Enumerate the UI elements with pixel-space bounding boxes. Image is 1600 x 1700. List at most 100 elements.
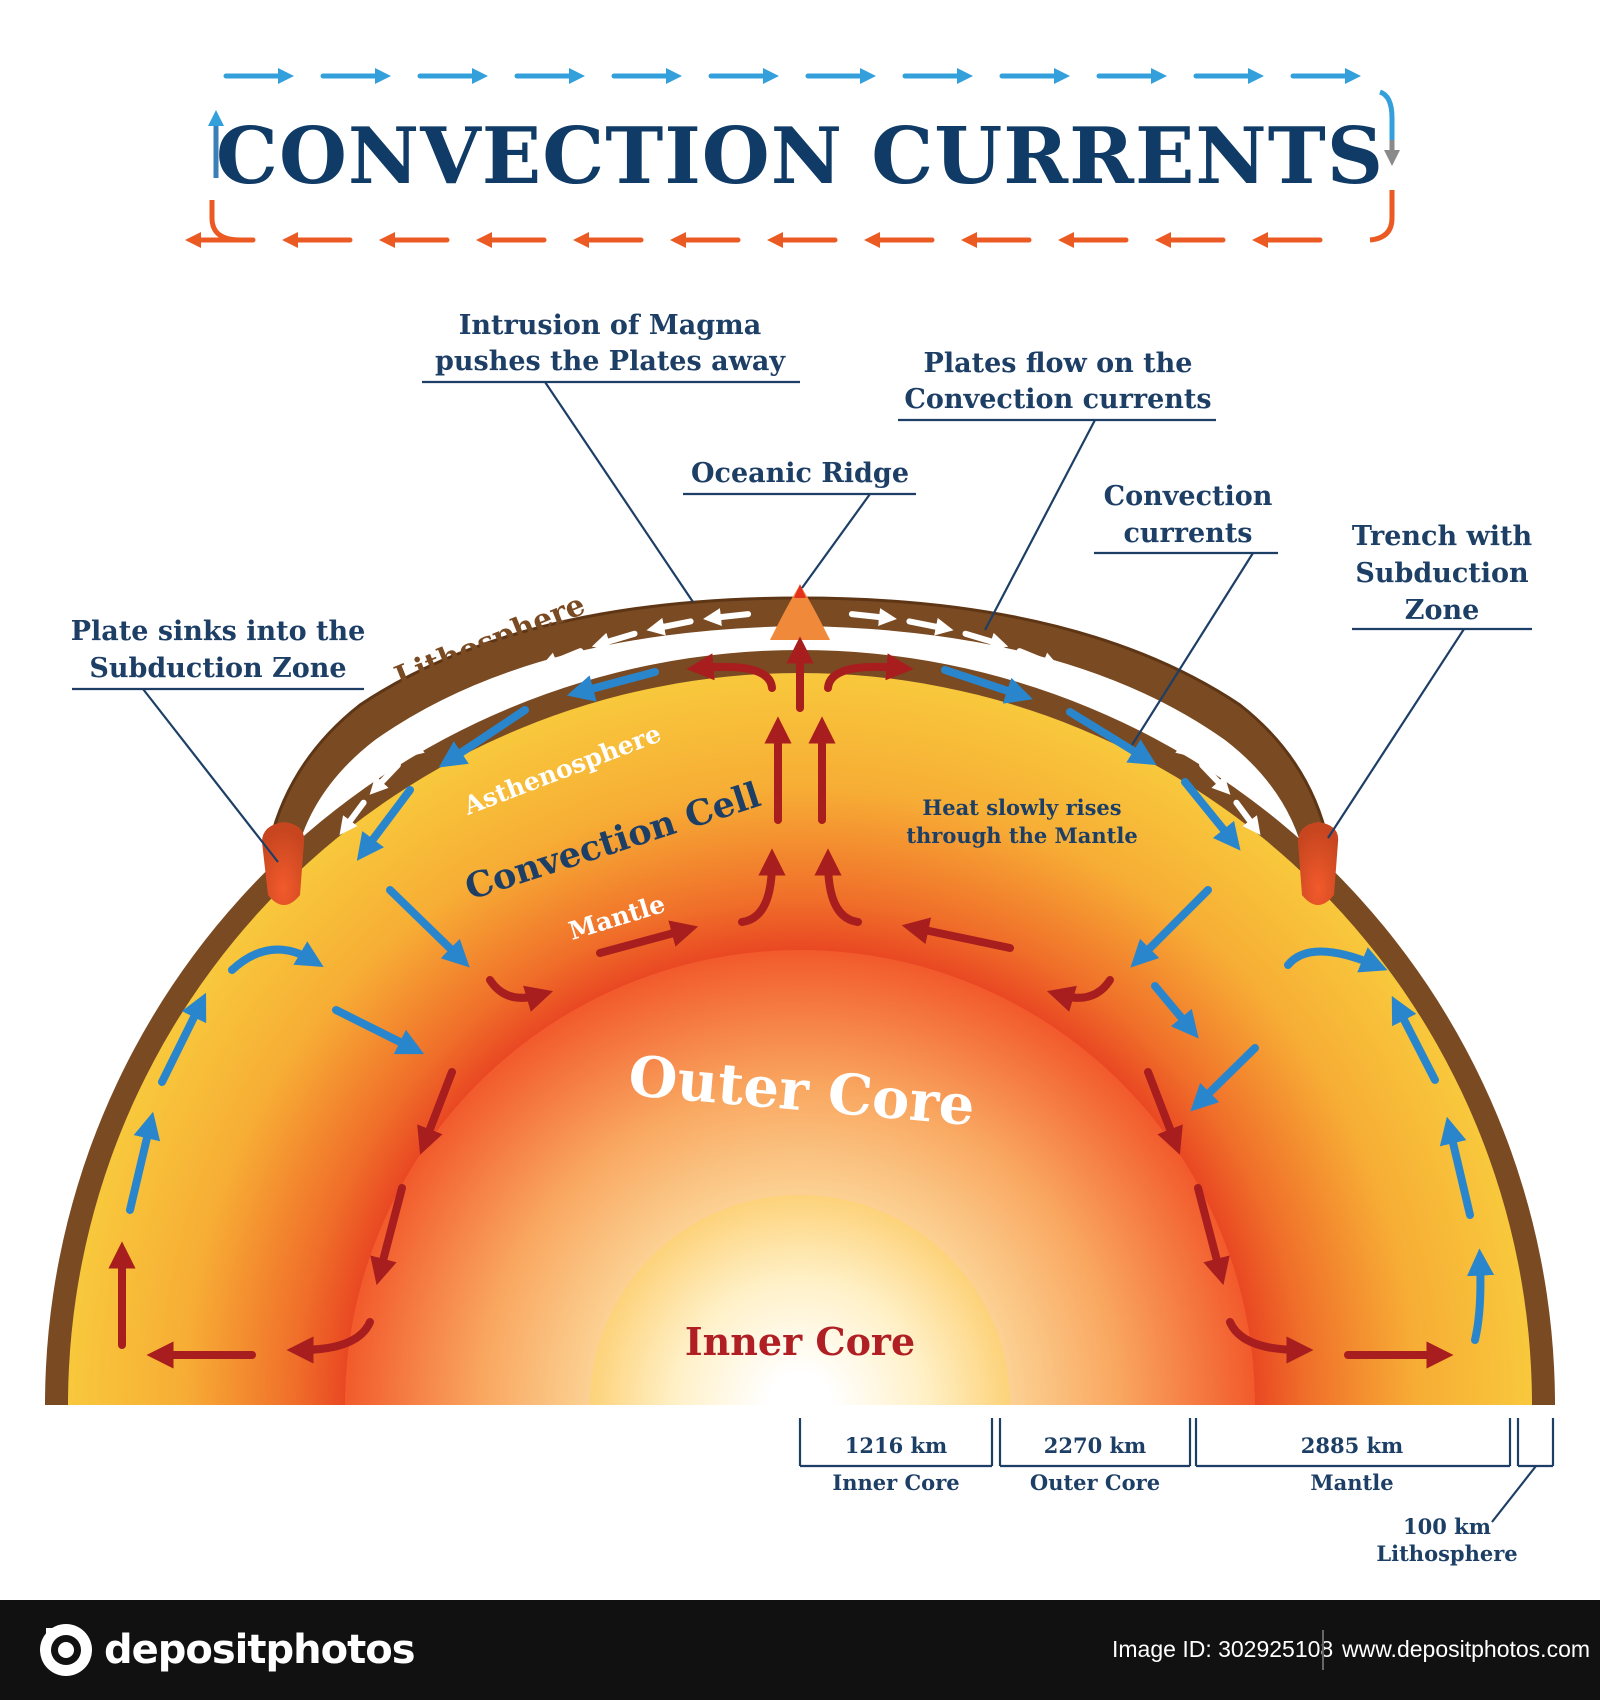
lithosphere-arrow-left — [646, 617, 694, 636]
lithosphere-arrow-right — [1016, 648, 1061, 670]
watermark-footer: depositphotos Image ID: 302925108 www.de… — [0, 1600, 1600, 1700]
callout-oceanic-ridge: Oceanic Ridge — [683, 458, 916, 589]
trench-label-line2: Subduction — [1355, 558, 1529, 589]
lithosphere-arrow-left — [703, 608, 752, 626]
hot-current-arrow — [596, 920, 699, 957]
scale-bar — [798, 1418, 1555, 1523]
lithosphere-arrow-left — [445, 696, 485, 724]
scale-lithosphere-value: 100 km — [1403, 1514, 1491, 1539]
hot-current-arrow — [1194, 1184, 1230, 1286]
camera-logo-icon — [40, 1624, 92, 1676]
hot-current-arrow — [686, 653, 776, 692]
cold-current-arrow — [566, 668, 659, 702]
cold-current-arrow — [1130, 886, 1212, 968]
cold-current-arrow — [158, 992, 207, 1086]
diagram-canvas: CONVECTION CURRENTS Lithosphere Asthenos… — [45, 67, 1555, 1566]
cold-current-arrow — [1151, 982, 1199, 1039]
outer-core-layer — [345, 950, 1255, 1405]
cold-current-arrow — [1066, 708, 1157, 766]
lithosphere-arrow-left — [591, 630, 638, 651]
scale-inner-core-name: Inner Core — [832, 1470, 959, 1495]
cold-current-arrow — [941, 666, 1033, 704]
hot-current-arrow — [1226, 1318, 1314, 1364]
lithosphere-arrow-left — [339, 799, 367, 836]
scale-inner-core-value: 1216 km — [845, 1433, 948, 1458]
cold-current-arrow — [332, 1006, 425, 1055]
site-url[interactable]: www.depositphotos.com — [1342, 1636, 1591, 1662]
oceanic-ridge — [770, 585, 830, 640]
hot-current-arrow — [1046, 976, 1114, 1012]
inner-core-layer — [590, 1195, 1010, 1405]
plate-sinks-label-line2: Subduction Zone — [89, 653, 346, 684]
hot-current-arrow — [1144, 1068, 1183, 1155]
cold-current-arrow — [228, 941, 324, 974]
cold-current-arrow — [126, 1111, 161, 1214]
lithosphere-arrow-left — [539, 648, 584, 670]
lithosphere-arrow-right — [962, 630, 1009, 651]
hot-current-arrow — [486, 976, 554, 1012]
callout-convection-currents: Convection currents — [1094, 481, 1278, 746]
cold-current-arrow — [438, 706, 529, 768]
plates-flow-label-line1: Plates flow on the — [924, 348, 1193, 379]
cold-current-arrow — [1181, 778, 1241, 851]
lithosphere-arrow-right — [1199, 762, 1231, 795]
cold-current-arrow — [1466, 1248, 1495, 1344]
right-subduction-magma — [1298, 822, 1339, 905]
title-frame — [184, 67, 1401, 249]
hot-current-arrow — [814, 848, 862, 926]
plates-flow-label-line2: Convection currents — [904, 384, 1211, 415]
cold-current-arrow — [1439, 1116, 1474, 1219]
cold-current-arrow — [356, 786, 414, 861]
left-subduction-magma — [262, 822, 305, 905]
lithosphere-arrow-left — [490, 670, 533, 694]
cold-current-arrow — [1284, 947, 1388, 973]
oceanic-ridge-label: Oceanic Ridge — [691, 458, 909, 489]
hot-current-arrow — [824, 653, 914, 692]
brand-name: depositphotos — [104, 1627, 416, 1673]
lithosphere-arrow-right — [1115, 696, 1155, 724]
title-frame-right-bottom-curve — [1369, 190, 1395, 243]
convection-currents-label-line2: currents — [1123, 518, 1252, 549]
hot-current-arrow — [370, 1184, 406, 1286]
trench-label-line3: Zone — [1405, 595, 1480, 626]
lithosphere-flow-arrows — [339, 608, 1261, 836]
convection-currents-label-line1: Convection — [1104, 481, 1273, 512]
trench-label-line1: Trench with — [1352, 521, 1533, 552]
callout-plates-flow: Plates flow on the Convection currents — [898, 348, 1216, 631]
callout-plate-sinks: Plate sinks into the Subduction Zone — [71, 616, 366, 863]
footer-separator — [1322, 1630, 1324, 1670]
callout-intrusion: Intrusion of Magma pushes the Plates awa… — [422, 310, 800, 603]
hot-current-arrow — [901, 917, 1014, 952]
heat-rises-label-line1: Heat slowly rises — [922, 795, 1121, 820]
lithosphere-arrow-right — [1233, 799, 1261, 836]
earth-cross-section — [45, 584, 1555, 1405]
scale-lithosphere-name: Lithosphere — [1376, 1541, 1517, 1566]
lithosphere-arrow-right — [848, 608, 897, 626]
scale-outer-core-value: 2270 km — [1044, 1433, 1147, 1458]
lithosphere-arrow-right — [906, 617, 954, 636]
page-title: CONVECTION CURRENTS — [216, 111, 1384, 202]
scale-mantle-name: Mantle — [1310, 1470, 1393, 1495]
heat-rises-label-line2: through the Mantle — [906, 823, 1137, 848]
lithosphere-arrow-left — [405, 727, 441, 758]
cold-current-arrow — [386, 886, 470, 968]
intrusion-label-line1: Intrusion of Magma — [459, 310, 761, 341]
plate-sinks-label-line1: Plate sinks into the — [71, 616, 366, 647]
scale-mantle-value: 2885 km — [1301, 1433, 1404, 1458]
image-id: Image ID: 302925108 — [1112, 1636, 1334, 1662]
hot-current-arrow — [286, 1318, 374, 1364]
callout-trench: Trench with Subduction Zone — [1327, 521, 1533, 839]
brand-logo: depositphotos — [38, 1620, 416, 1680]
scale-outer-core-name: Outer Core — [1030, 1470, 1160, 1495]
intrusion-label-line2: pushes the Plates away — [435, 346, 786, 377]
convection-arrows — [108, 636, 1495, 1369]
lithosphere-arrow-right — [1067, 670, 1110, 694]
hot-current-arrow — [417, 1068, 456, 1155]
cold-current-arrow — [1391, 995, 1439, 1084]
oceanic-ridge-peak — [794, 584, 806, 598]
title-frame-right-curve — [1378, 89, 1395, 150]
hot-current-arrow — [738, 848, 786, 926]
inner-core-label: Inner Core — [685, 1319, 915, 1364]
lithosphere-arrow-left — [369, 762, 401, 795]
